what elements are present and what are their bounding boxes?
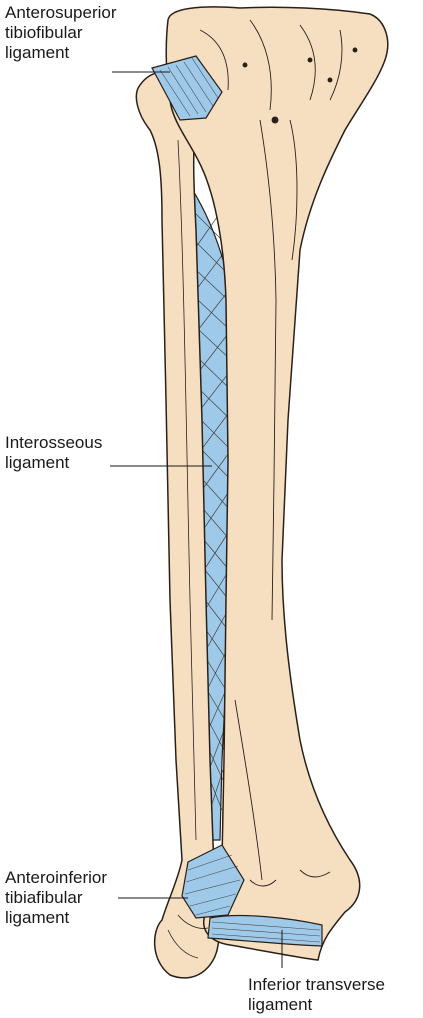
label-line: tibiofibular (5, 23, 117, 43)
label-anterosuperior-tibiofibular-ligament: Anterosuperior tibiofibular ligament (5, 3, 117, 63)
label-anteroinferior-tibiafibular-ligament: Anteroinferior tibiafibular ligament (5, 868, 107, 928)
label-interosseous-ligament: Interosseous ligament (5, 433, 102, 473)
label-line: tibiafibular (5, 888, 107, 908)
label-line: ligament (5, 43, 117, 63)
label-line: Interosseous (5, 433, 102, 453)
label-line: Anteroinferior (5, 868, 107, 888)
label-line: Anterosuperior (5, 3, 117, 23)
label-inferior-transverse-ligament: Inferior transverse ligament (248, 975, 385, 1015)
label-line: ligament (5, 453, 102, 473)
label-line: Inferior transverse (248, 975, 385, 995)
label-line: ligament (248, 995, 385, 1015)
label-line: ligament (5, 908, 107, 928)
